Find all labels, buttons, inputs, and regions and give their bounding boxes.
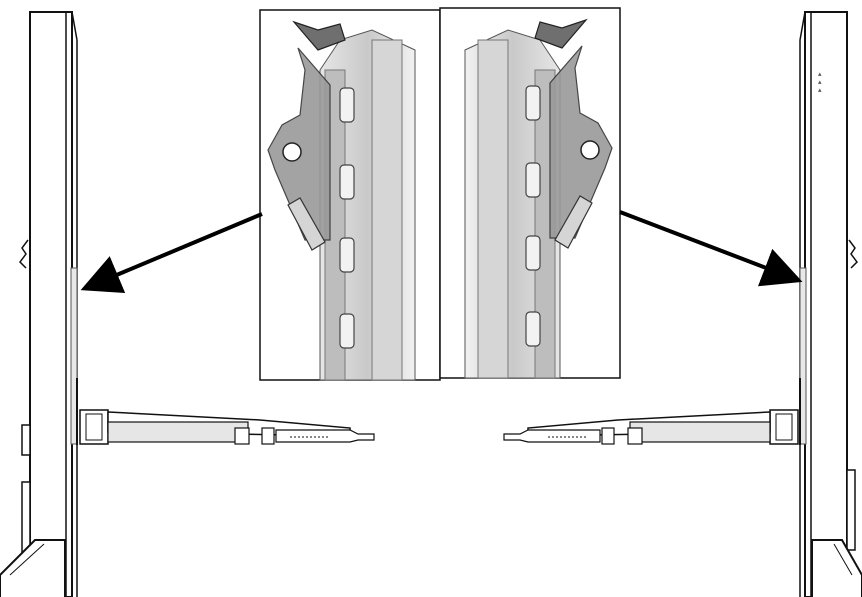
svg-text:▴: ▴	[818, 79, 822, 86]
svg-text:▴: ▴	[818, 71, 822, 78]
detail-inset-left	[259, 9, 441, 381]
rack-post-right: ▴ ▴ ▴	[799, 11, 862, 597]
rail-slide-right	[503, 378, 801, 445]
detail-inset-right	[439, 7, 621, 379]
rail-slide-left	[76, 378, 375, 445]
svg-text:▴: ▴	[818, 87, 822, 94]
pointer-arrow-left	[80, 212, 263, 294]
rack-post-left	[0, 11, 78, 597]
pointer-arrow-right	[619, 210, 803, 287]
